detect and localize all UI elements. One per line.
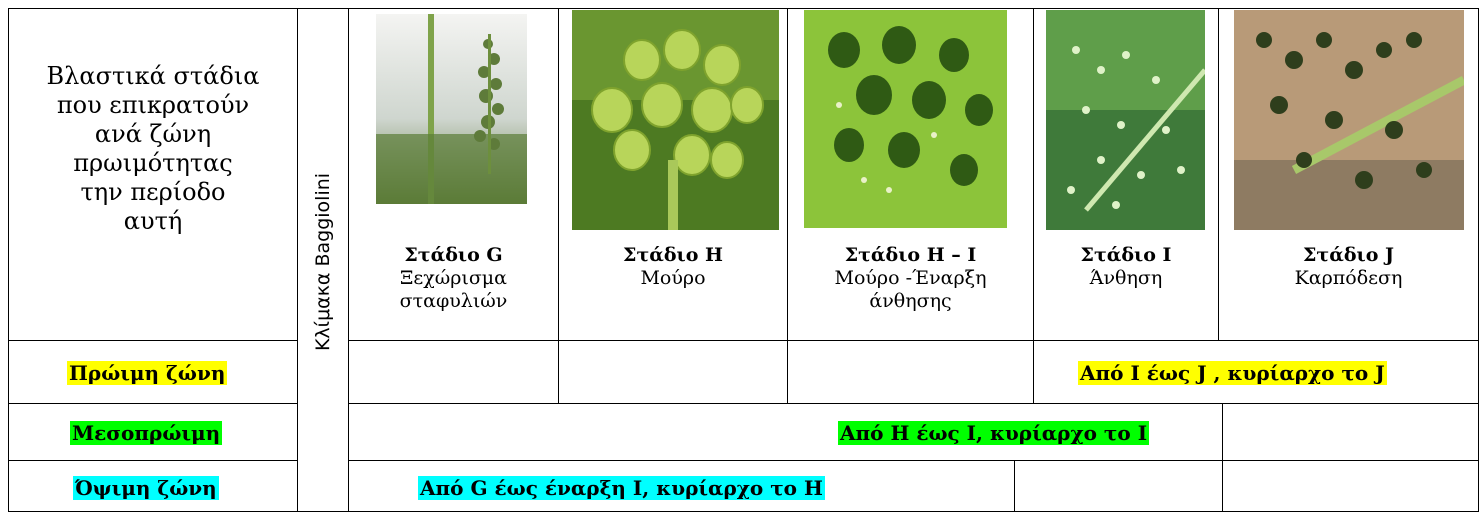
stage-caption-i: Στάδιο I Άνθηση <box>1034 244 1218 290</box>
zone-summary-text: Από H έως I, κυρίαρχο το I <box>838 421 1150 445</box>
zone-summary-mid-early: Από H έως I, κυρίαρχο το I <box>838 421 1150 445</box>
border-top <box>8 8 1479 9</box>
col-div-2 <box>787 8 788 403</box>
col-div-mid2 <box>1222 403 1223 460</box>
grape-flowering-photo <box>1046 10 1205 230</box>
header-line: πρωιμότητας <box>73 149 233 177</box>
stage-desc: Καρπόδεση <box>1294 267 1403 289</box>
header-line: ανά ζώνη <box>94 120 212 148</box>
stage-caption-h: Στάδιο H Μούρο <box>559 244 787 290</box>
zone-label-mid-early: Μεσοπρώιμη <box>70 421 223 445</box>
zone-label-text: Μεσοπρώιμη <box>70 421 223 445</box>
stage-desc: Ξεχώρισμα <box>400 267 507 289</box>
stage-name: Στάδιο J <box>1303 244 1394 266</box>
zone-label-late: Όψιμη ζώνη <box>73 476 219 500</box>
row-line-2b <box>348 403 1479 404</box>
zone-summary-text: Από G έως έναρξη I, κυρίαρχο το H <box>418 476 825 500</box>
grape-flowering-start-photo <box>804 10 1007 228</box>
zone-summary-late: Από G έως έναρξη I, κυρίαρχο το H <box>418 476 825 500</box>
row-line-1 <box>8 340 298 341</box>
row-line-2 <box>8 403 298 404</box>
col-div-4 <box>1218 8 1219 340</box>
baggiolini-scale-label: Κλίμακα Baggiolini <box>312 172 334 352</box>
header-line: Βλαστικά στάδια <box>46 62 260 90</box>
stage-name: Στάδιο H <box>623 244 723 266</box>
zone-summary-text: Από I έως J , κυρίαρχο το J <box>1078 361 1387 385</box>
header-cell: Βλαστικά στάδια που επικρατούν ανά ζώνη … <box>9 62 297 236</box>
header-line: την περίοδο <box>80 178 226 206</box>
grape-berry-buds-photo <box>572 10 779 230</box>
col-div-mid4 <box>1222 460 1223 512</box>
stage-desc: Άνθηση <box>1089 267 1163 289</box>
zone-label-text: Όψιμη ζώνη <box>73 476 219 500</box>
col-div-mid3 <box>1014 460 1015 512</box>
stage-name: Στάδιο I <box>1080 244 1172 266</box>
stage-name: Στάδιο G <box>404 244 503 266</box>
row-line-3 <box>8 460 298 461</box>
divider-header-right <box>297 8 298 512</box>
header-line: αυτή <box>123 207 183 235</box>
row-line-3b <box>348 460 1479 461</box>
col-div-3 <box>1033 8 1034 403</box>
stage-desc: Μούρο <box>640 267 706 289</box>
stage-name: Στάδιο H – I <box>844 244 977 266</box>
header-line: που επικρατούν <box>56 91 250 119</box>
grape-fruit-set-photo <box>1234 10 1464 230</box>
zone-label-text: Πρώιμη ζώνη <box>67 361 228 385</box>
divider-scale-right <box>348 8 349 512</box>
stage-desc: Μούρο -Έναρξη <box>834 267 987 289</box>
stage-caption-j: Στάδιο J Καρπόδεση <box>1219 244 1478 290</box>
stage-caption-h-i: Στάδιο H – I Μούρο -Έναρξη άνθησης <box>788 244 1033 313</box>
col-div-1 <box>558 8 559 403</box>
stage-desc: σταφυλιών <box>399 290 508 312</box>
border-left <box>8 8 9 512</box>
stage-desc: άνθησης <box>869 290 952 312</box>
row-line-1b <box>348 340 1479 341</box>
grape-cluster-separation-photo <box>376 14 527 204</box>
zone-label-early: Πρώιμη ζώνη <box>67 361 228 385</box>
zone-summary-early: Από I έως J , κυρίαρχο το J <box>1078 361 1387 385</box>
stage-caption-g: Στάδιο G Ξεχώρισμα σταφυλιών <box>349 244 558 313</box>
